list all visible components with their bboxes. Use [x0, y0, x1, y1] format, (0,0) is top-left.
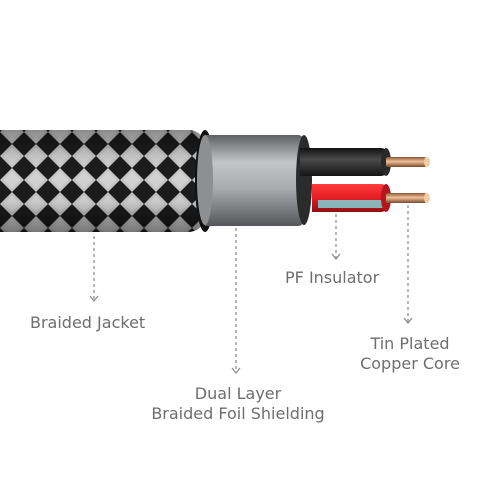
leader-lines	[93, 205, 409, 372]
label-braided-jacket: Braided Jacket	[30, 313, 146, 332]
label-dual-layer-shielding: Dual Layer Braided Foil Shielding	[151, 384, 325, 423]
copper-core	[386, 157, 430, 203]
label-tin-plated-copper-core: Tin Plated Copper Core	[360, 334, 460, 373]
leader-arrows	[89, 253, 413, 374]
black-wire	[300, 148, 391, 176]
red-wire	[312, 184, 391, 212]
label-pf-insulator: PF Insulator	[285, 268, 380, 287]
braided-jacket	[0, 130, 215, 232]
foil-shielding	[197, 135, 312, 226]
